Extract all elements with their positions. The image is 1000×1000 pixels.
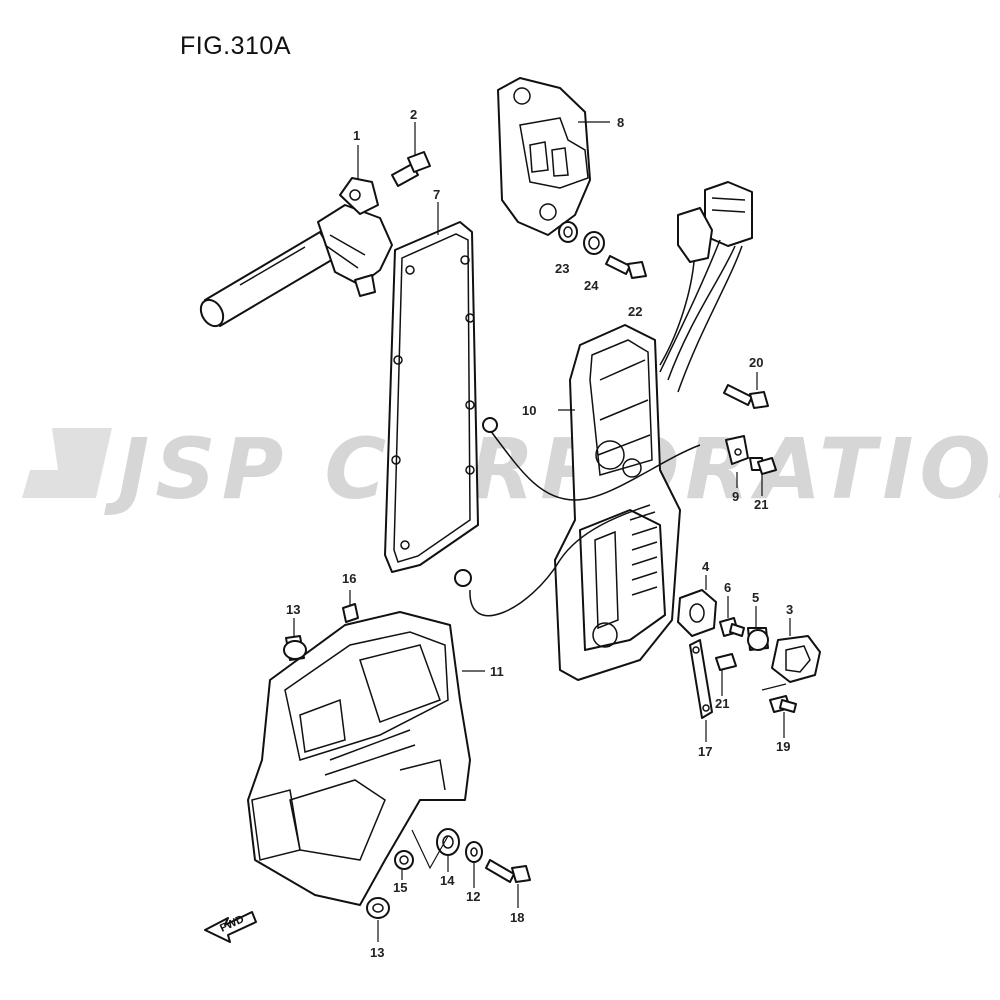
callout-14: 14: [440, 873, 455, 888]
watermark-text: JSP CORPORATION: [104, 420, 1000, 518]
callout-3: 3: [786, 602, 793, 617]
callout-19: 19: [776, 739, 790, 754]
callout-20: 20: [749, 355, 763, 370]
seal-4: [677, 589, 717, 637]
clip-16: [342, 603, 359, 623]
grommet-23: [558, 221, 578, 243]
bolt-22: [605, 255, 647, 279]
leader-lines: [293, 121, 791, 942]
bushing-15: [394, 850, 414, 870]
callout-21-lower: 21: [715, 696, 729, 711]
callout-labels: 1 2 7 8 23 24 22 20 10 9 21 16 13 11 4 6…: [286, 107, 793, 960]
gasket: [384, 221, 479, 573]
grommet-13-lower: [366, 897, 390, 919]
fwd-direction-badge: FWD: [204, 911, 257, 943]
callout-24: 24: [584, 278, 599, 293]
callout-17: 17: [698, 744, 712, 759]
figure-title: FIG.310A: [180, 32, 291, 60]
callout-7: 7: [433, 187, 440, 202]
callout-2: 2: [410, 107, 417, 122]
callout-10: 10: [522, 403, 536, 418]
callout-13-upper: 13: [286, 602, 300, 617]
callout-1: 1: [353, 128, 360, 143]
callout-21-upper: 21: [754, 497, 768, 512]
grommet-14: [436, 828, 460, 856]
callout-11: 11: [490, 664, 504, 679]
callout-6: 6: [724, 580, 731, 595]
bolt-2: [391, 151, 431, 187]
bolt-19: [769, 695, 797, 713]
callout-15: 15: [393, 880, 407, 895]
ignition-coil: [199, 177, 393, 328]
strap-17: [689, 639, 713, 719]
callout-12: 12: [466, 889, 480, 904]
callout-5: 5: [752, 590, 759, 605]
clamp-9: [725, 435, 749, 465]
callout-8: 8: [617, 115, 624, 130]
rectifier-base: [454, 324, 701, 681]
callout-4: 4: [702, 559, 710, 574]
washer-12: [465, 841, 483, 863]
grommet-13-upper: [283, 635, 307, 661]
callout-9: 9: [732, 489, 739, 504]
callout-22: 22: [628, 304, 642, 319]
callout-16: 16: [342, 571, 356, 586]
electrical-component-box: [247, 611, 471, 906]
bolt-6: [719, 617, 745, 637]
bolt-21-lower: [715, 653, 737, 671]
collar-24: [583, 231, 605, 255]
callout-23: 23: [555, 261, 569, 276]
callout-13-lower: 13: [370, 945, 384, 960]
cover-3: [771, 635, 821, 683]
callout-18: 18: [510, 910, 524, 925]
bolt-18: [485, 859, 531, 883]
wire-harness-connectors: [659, 181, 753, 393]
spacer-5: [747, 627, 769, 651]
watermark: JSP CORPORATION: [22, 420, 1000, 518]
bolt-21-upper: [749, 457, 777, 475]
bolt-20: [723, 384, 769, 409]
connector-bracket: [497, 77, 591, 236]
